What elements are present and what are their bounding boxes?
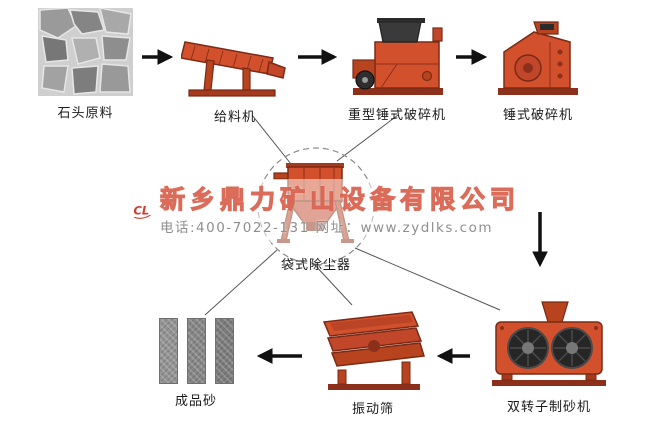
connector-feeder-to-dust-collector bbox=[251, 114, 292, 165]
node-heavy-hammer-crusher: 重型锤式破碎机 bbox=[345, 14, 449, 123]
node-label: 石头原料 bbox=[57, 106, 114, 121]
finished-sand-samples bbox=[158, 318, 234, 384]
node-stone-material: 石头原料 bbox=[38, 8, 133, 121]
hammer-crusher-drawing bbox=[498, 21, 578, 95]
node-label: 袋式除尘器 bbox=[280, 258, 351, 273]
connector-heavy-crusher-to-dust-collector bbox=[336, 114, 399, 162]
double-rotor-sand-maker-drawing bbox=[492, 301, 606, 386]
connector-dust-collector-to-finished-sand bbox=[204, 249, 278, 316]
sand-sample-1 bbox=[158, 318, 178, 384]
node-bag-dust-collector: 袋式除尘器 bbox=[272, 163, 360, 273]
node-label: 振动筛 bbox=[351, 402, 394, 417]
stone-raw-material-photo bbox=[38, 8, 133, 96]
node-label: 成品砂 bbox=[174, 394, 217, 409]
node-vibrating-screen: 振动筛 bbox=[318, 306, 428, 417]
heavy-hammer-crusher-drawing bbox=[352, 18, 443, 95]
node-double-rotor-sand-maker: 双转子制砂机 bbox=[488, 298, 610, 415]
node-label: 锤式破碎机 bbox=[502, 108, 573, 123]
connector-dust-collector-to-vibrating-screen bbox=[312, 262, 353, 306]
node-label: 重型锤式破碎机 bbox=[347, 108, 446, 123]
node-hammer-crusher: 锤式破碎机 bbox=[492, 18, 584, 123]
sand-sample-3 bbox=[214, 318, 234, 384]
feeder-machine-drawing bbox=[181, 41, 286, 97]
node-label: 双转子制砂机 bbox=[506, 400, 591, 415]
vibrating-screen-drawing bbox=[322, 311, 425, 390]
node-feeder: 给料机 bbox=[181, 30, 289, 125]
bag-dust-collector-drawing bbox=[273, 163, 354, 243]
connector-dust-collector-to-sand-maker bbox=[354, 247, 501, 311]
node-label: 给料机 bbox=[213, 110, 256, 125]
sand-sample-2 bbox=[186, 318, 206, 384]
node-finished-sand: 成品砂 bbox=[158, 318, 234, 409]
